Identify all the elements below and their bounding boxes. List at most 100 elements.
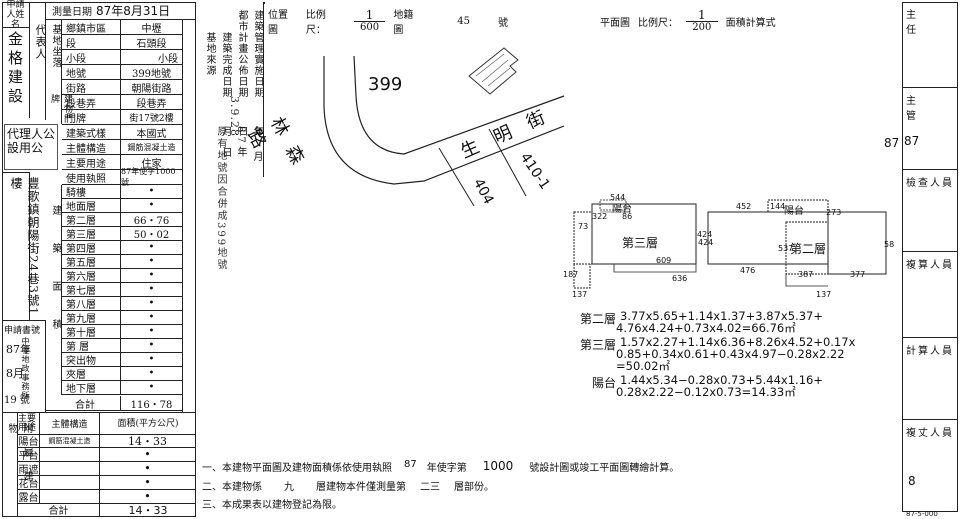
map-divider: [264, 2, 265, 4]
signature-label: 複丈人員: [906, 428, 954, 439]
note-1: 一、本建物平面圖及建物面積係依使用執照 87 年使字第 1000 號設計圖或竣工…: [202, 459, 722, 474]
application-month: 8月: [6, 367, 24, 380]
attached-row-use: 平台: [18, 448, 40, 462]
dim-l-7: 187: [563, 270, 579, 279]
location-scale-den: 600: [360, 21, 380, 33]
dim-l-6: 424: [697, 230, 713, 239]
floor-row-label: 第 層: [62, 339, 120, 353]
base-location-label: 基地坐落: [50, 24, 61, 68]
note-2-a: 九: [284, 482, 294, 493]
applicant-char-3: 設: [7, 87, 23, 105]
attached-row-struct: [40, 448, 100, 462]
form-inner-divider: [182, 20, 183, 412]
struct-use-value: 住家: [120, 155, 182, 170]
floor-row-label: 第六層: [62, 269, 120, 283]
info-label-0: 鄉鎮市區: [62, 20, 120, 35]
floor-row-value: •: [120, 269, 182, 283]
floor-plan-header: 平面圖 比例尺： 1 200 面積計算式: [600, 8, 840, 34]
dim-r-2: 273: [826, 208, 842, 217]
location-scale-num: 1: [353, 9, 386, 22]
attached-row-use: 花台: [18, 476, 40, 490]
calc-line: 1.44x5.34−0.28x0.73+5.44x1.16+: [620, 373, 823, 387]
sig-mark-0: 87: [904, 134, 920, 148]
floor-row-label: 第五層: [62, 255, 120, 269]
struct-license-value: 87年使字1000號: [120, 167, 182, 187]
location-lot: 399: [368, 74, 403, 95]
dim-l-4: 609: [656, 256, 672, 265]
applicant-rep-label: 代表人: [34, 24, 47, 60]
attached-row-area: 14・33: [100, 434, 196, 448]
calc-line: 1.57x2.27+1.14x6.36+8.26x4.52+0.17x: [620, 335, 856, 349]
signature-slot: 複丈人員: [902, 420, 958, 512]
floor-plan-title: 平面圖: [600, 17, 630, 29]
floor-row-label: 第三層: [62, 227, 120, 241]
info-label-2: 小段: [62, 50, 120, 65]
floor-row-value: 66・76: [120, 213, 182, 227]
floors-group-label: 建築面積: [50, 205, 61, 357]
applicant-header: 申請人姓名: [2, 0, 30, 30]
dim-l-2: 86: [622, 212, 633, 221]
dates-column: 建築管理實施日期 都市計畫公佈日期 建築完成日期 基地來源 年 年 月 日 87…: [196, 2, 264, 177]
dim-r-3: 537: [778, 244, 794, 253]
info-label-3: 地號: [62, 65, 120, 80]
location-map-drawing: [323, 47, 565, 207]
survey-date-value: 87年8月31日: [96, 4, 171, 18]
dim-l-0: 544: [610, 193, 626, 202]
signature-label: 檢查人員: [906, 178, 954, 189]
floors-group-col: 建築面積: [46, 185, 62, 395]
sig-mark-1: 8: [908, 474, 916, 488]
dim-l-5: 636: [672, 274, 688, 283]
floor-plan-calc-label: 面積計算式: [725, 17, 776, 29]
floor-row-value: •: [120, 199, 182, 213]
location-scale-label: 比例尺：: [305, 10, 326, 36]
applicant-label: 申請人姓名: [6, 0, 25, 30]
floor-plan-scale: 1 200: [686, 9, 718, 33]
struct-use-label: 主要用途: [62, 155, 120, 170]
handwritten-date: 3.9.28: [228, 96, 241, 137]
second-floor-plan: [707, 199, 887, 287]
floor-row-label: 夾層: [62, 367, 120, 381]
dim-l-8: 137: [572, 290, 588, 299]
floor-row-value: •: [120, 353, 182, 367]
struct-main-label: 主體構造: [62, 140, 120, 155]
attached-row-use: 雨遮: [18, 462, 40, 476]
struct-license-label: 使用執照: [62, 170, 120, 185]
floor-row-label: 騎樓: [62, 185, 120, 199]
signature-slot: 檢查人員: [902, 170, 958, 252]
attached-row-use: 露台: [18, 490, 40, 504]
dim-l-3: 73: [578, 222, 589, 231]
info-val-4: 朝陽街路: [120, 80, 182, 95]
floor-row-label: 突出物: [62, 353, 120, 367]
note-1-prefix: 一、本建物平面圖及建物面積係依使用執照: [202, 463, 392, 474]
note-1-suffix: 號設計圖或竣工平面圖轉繪計算。: [529, 463, 680, 474]
second-balcony-label: 陽台: [784, 206, 804, 217]
survey-date-row: 測量日期 87年8月31日: [46, 2, 196, 20]
info-val-5: 段巷弄: [120, 95, 182, 110]
location-corner: 87: [884, 136, 900, 150]
floor-row-value: •: [120, 255, 182, 269]
address-col: 豐歌鎮朝陽街24巷3號1樓: [2, 172, 40, 320]
info-val-0: 中壢: [120, 20, 182, 35]
date-val-1: 年 月 日: [236, 126, 262, 168]
applicant-rep-col: 代表人: [30, 2, 47, 120]
attached-row-area: •: [100, 490, 196, 504]
location-sheet-label: 地籍圖: [393, 10, 414, 36]
struct-type-label: 建築式樣: [62, 125, 120, 140]
dim-r-9: 58: [884, 240, 895, 249]
third-floor-plan: [573, 199, 697, 289]
survey-date-label: 測量日期: [52, 7, 92, 18]
info-label-6: 門牌: [62, 110, 120, 125]
attached-row-area: •: [100, 462, 196, 476]
calc-label: 第三層: [579, 338, 616, 352]
applicant-stamp-text: 代理人公設用公: [7, 127, 56, 155]
third-floor-label: 第三層: [622, 236, 659, 250]
floor-plan-scale-num: 1: [686, 9, 718, 22]
attached-col-use: 主要用途: [18, 413, 40, 435]
floor-row-value: •: [120, 283, 182, 297]
location-scale: 1 600: [353, 9, 386, 33]
application-number: 19 號: [4, 395, 30, 406]
struct-main-value: 鋼筋混凝土造: [120, 140, 182, 155]
note-2-suffix: 層部份。: [454, 482, 494, 493]
application-year: 87年: [6, 343, 31, 356]
floors-total-value: 116・78: [120, 396, 182, 411]
